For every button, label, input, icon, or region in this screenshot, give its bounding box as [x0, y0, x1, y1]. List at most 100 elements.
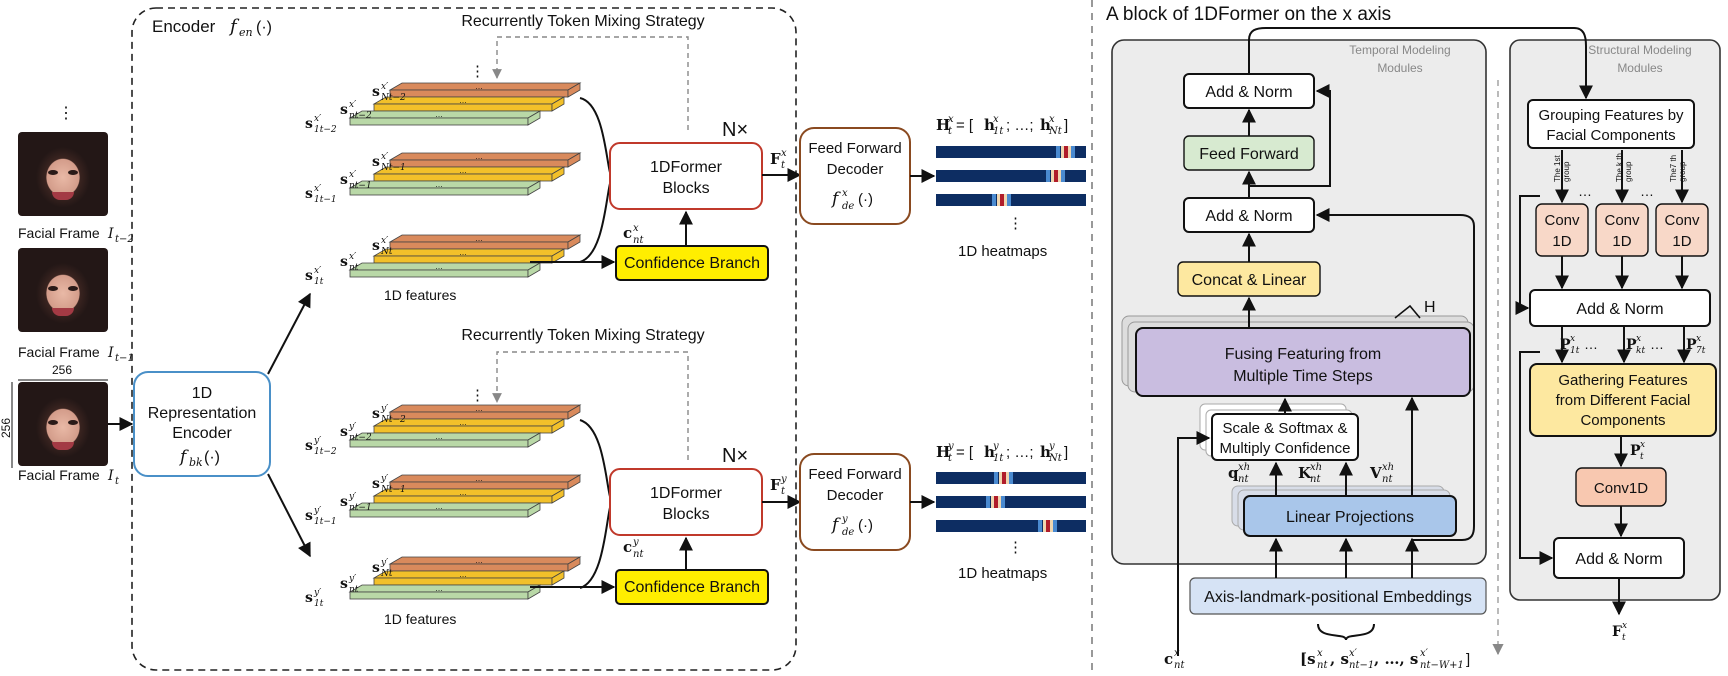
svg-text:x: x: [1570, 334, 1575, 344]
structural-arrows: [1515, 150, 1691, 616]
add-norm-top: Add & Norm: [1183, 73, 1315, 109]
confidence-branch-y: Confidence Branch: [615, 569, 769, 605]
add-norm-mid: Add & Norm: [1183, 197, 1315, 233]
svg-text:x: x: [1636, 334, 1641, 344]
y-s-label-1-1-sup: y′: [348, 492, 356, 502]
v-label: V xh nt: [1369, 462, 1394, 485]
x-heatmap-strip-2-peak-2: [1051, 170, 1054, 182]
fusing-block: Fusing Featuring from Multiple Time Step…: [1135, 327, 1471, 397]
svg-text:Axis-landmark-positional Embed: Axis-landmark-positional Embeddings: [1204, 589, 1472, 606]
svg-text:group: group: [1624, 161, 1633, 182]
x-s-label-0-1-sup: x′: [349, 100, 356, 110]
svg-text:x: x: [1622, 621, 1627, 631]
encoder-box: [131, 7, 797, 671]
svg-text:= [: = [: [956, 117, 974, 134]
svg-text:Encoder: Encoder: [172, 425, 232, 442]
x-g1-orange-bar-front: [389, 89, 569, 98]
y-g3-yellow-bar-front: [373, 577, 553, 586]
c-nt-x: c x nt: [623, 223, 644, 246]
svg-text:Grouping Features by: Grouping Features by: [1538, 107, 1684, 124]
x-s-label-2-1: s: [340, 254, 348, 270]
y-s-label-1-2-sup: y′: [380, 474, 388, 484]
x-g1-green-bar-top: [348, 110, 542, 119]
x-g1-yellow-bar-dots: …: [459, 96, 467, 105]
y-g2-orange-bar-side: [567, 474, 581, 490]
y-s-label-2-0: s: [305, 590, 313, 606]
svg-text:xh: xh: [1382, 462, 1394, 473]
svg-text:Confidence Branch: Confidence Branch: [624, 579, 760, 596]
y-g3-orange-bar: …: [388, 556, 582, 572]
gathering-features: Gathering Features from Different Facial…: [1529, 363, 1717, 437]
y-g2-orange-bar-front: [389, 481, 569, 490]
svg-text:Blocks: Blocks: [662, 180, 709, 197]
x-g1-yellow-bar: …: [372, 96, 566, 112]
x-g3-yellow-bar-dots: …: [459, 248, 467, 257]
svg-text:h: h: [984, 116, 995, 134]
x-g3-yellow-bar-front: [373, 255, 553, 264]
svg-text:x: x: [633, 223, 639, 234]
y-s-label-2-2-sub: Nt: [380, 569, 393, 579]
former-blocks-y: 1DFormer Blocks: [609, 468, 763, 536]
svg-text:c: c: [623, 224, 632, 242]
x-g1-green-bar-front: [349, 117, 529, 126]
svg-text:= [: = [: [956, 444, 974, 461]
y-heatmap-strip-2: [936, 496, 1086, 508]
y-g3-yellow-bar-top: [372, 570, 566, 579]
svg-text:P: P: [1626, 337, 1637, 353]
svg-text:x: x: [781, 148, 787, 159]
n-times-x: N×: [722, 119, 748, 141]
pt-label: P x t: [1630, 440, 1645, 462]
x-s-label-2-0-sup: x′: [314, 266, 321, 276]
x-g2-orange-bar-side: [567, 152, 581, 168]
svg-text:…: …: [1584, 336, 1598, 352]
mixing-strategy-top: Recurrently Token Mixing Strategy: [461, 13, 704, 30]
feed-forward: Feed Forward: [1183, 135, 1315, 171]
bottom-input-eq: [s x nt , s x′ nt−1 , …, s x′ nt−W+1 ]: [1300, 648, 1470, 671]
face-frame-1: [18, 132, 108, 216]
svg-text:1t: 1t: [1570, 346, 1580, 356]
y-g1-green-bar: …: [348, 432, 542, 448]
svg-text:t: t: [1622, 633, 1626, 643]
x-g1-orange-bar: …: [388, 82, 582, 98]
y-g3-green-bar-top: [348, 584, 542, 593]
heatmap-eq-y: H y t = [ h y 1t ; …; h y Nt ]: [936, 441, 1068, 464]
svg-text:Conv1D: Conv1D: [1594, 480, 1648, 497]
ft-x: F x t: [770, 148, 787, 171]
svg-text:f: f: [830, 189, 841, 209]
x-g2-green-bar: …: [348, 180, 542, 196]
add-norm-struct-1: Add & Norm: [1529, 289, 1711, 327]
x-g2-orange-bar-front: [389, 159, 569, 168]
y-g1-yellow-bar-dots: …: [459, 418, 467, 427]
y-g1-orange-bar: …: [388, 404, 582, 420]
x-heatmap-strip-3-peak-5: [1007, 194, 1011, 206]
y-heatmap-strip-2-peak-5: [1001, 496, 1005, 508]
svg-text:nt: nt: [1238, 474, 1249, 485]
svg-text:q: q: [1228, 464, 1239, 482]
arrow-to-x-branch: [267, 292, 311, 375]
x-g1-yellow-bar-side: [551, 96, 565, 112]
y-heatmap-strip-2-peak-3: [994, 496, 998, 508]
svg-text:y: y: [992, 441, 999, 452]
brace-y: [579, 419, 614, 589]
y-heatmap-strip-1-peak-3: [1002, 472, 1006, 484]
y-g2-orange-bar-top: [388, 474, 582, 483]
svg-text:xh: xh: [1310, 462, 1322, 473]
heatmap-label-x: 1D heatmaps: [958, 243, 1047, 260]
y-s-label-2-2-sup: y′: [380, 558, 388, 568]
x-s-label-1-2-sub: Nt−1: [380, 163, 406, 173]
svg-text:1D: 1D: [1612, 233, 1631, 250]
x-s-label-1-0: s: [305, 186, 313, 202]
svg-text:Add & Norm: Add & Norm: [1205, 84, 1292, 101]
x-s-label-0-2: s: [372, 84, 380, 100]
x-s-label-0-0-sub: 1t−2: [314, 125, 337, 135]
scale-softmax: Scale & Softmax & Multiply Confidence: [1211, 413, 1359, 461]
y-s-label-0-0-sub: 1t−2: [314, 447, 337, 457]
y-g1-green-bar-side: [527, 432, 541, 448]
former-blocks-x: 1DFormer Blocks: [609, 142, 763, 210]
y-s-label-2-1-sup: y′: [348, 574, 356, 584]
svg-text:t: t: [948, 453, 953, 464]
y-heatmap-strip-1-peak-2: [999, 472, 1002, 484]
